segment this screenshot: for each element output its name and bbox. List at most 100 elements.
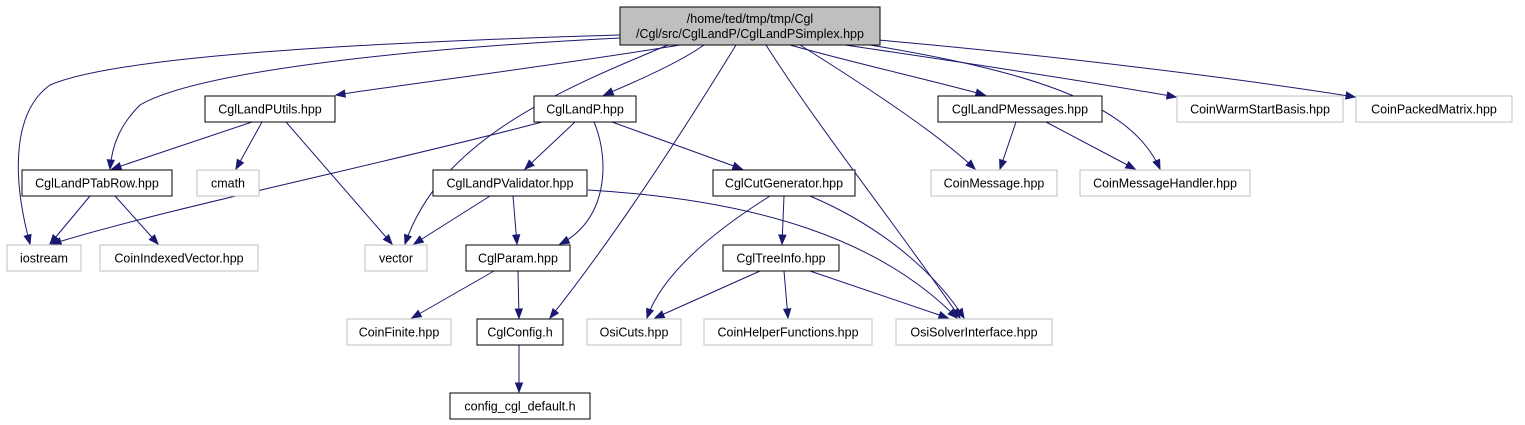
edge-line	[411, 270, 495, 319]
arrowhead-icon	[523, 159, 535, 170]
node-box	[586, 318, 682, 346]
edge-line	[1045, 121, 1136, 170]
node-box	[533, 95, 637, 123]
node-label: config_cgl_default.h	[464, 400, 575, 414]
arrowhead-icon	[999, 158, 1008, 171]
edge-root-to-CglConfig	[549, 44, 737, 320]
node-box	[1355, 95, 1513, 123]
node-CglTreeInfo[interactable]: CglTreeInfo.hpp	[722, 244, 840, 272]
edge-root-to-CoinMessageHandler	[869, 44, 1161, 171]
node-CglLandPValidator[interactable]: CglLandPValidator.hpp	[432, 169, 588, 197]
node-label: CoinMessageHandler.hpp	[1093, 177, 1237, 191]
edge-CglLandPTabRow-to-iostream	[49, 195, 91, 246]
edge-line	[109, 37, 621, 170]
edge-line	[603, 44, 705, 96]
arrowhead-icon	[955, 307, 965, 320]
node-CglConfig[interactable]: CglConfig.h	[476, 318, 564, 346]
node-label: CglTreeInfo.hpp	[736, 252, 825, 266]
edge-line	[404, 44, 669, 245]
arrowhead-icon	[148, 234, 159, 246]
node-cmath: cmath	[196, 169, 260, 197]
arrowhead-icon	[514, 308, 524, 320]
node-label: CglLandPTabRow.hpp	[35, 177, 159, 191]
node-box	[1176, 95, 1344, 123]
node-config_cgl_default[interactable]: config_cgl_default.h	[449, 392, 591, 420]
edge-line	[51, 121, 543, 245]
arrowhead-icon	[410, 309, 423, 319]
edge-line	[789, 44, 986, 96]
edge-line	[654, 270, 761, 319]
node-label: CglLandPMessages.hpp	[952, 103, 1088, 117]
arrowhead-icon	[404, 233, 413, 246]
node-CoinPackedMatrix: CoinPackedMatrix.hpp	[1355, 95, 1513, 123]
node-box	[99, 244, 259, 272]
edge-root-to-CglLandPUtils	[334, 44, 681, 98]
arrowhead-icon	[1124, 160, 1137, 170]
edge-root-to-iostream	[17, 34, 621, 246]
edge-line	[877, 39, 1356, 98]
node-label: CoinIndexedVector.hpp	[114, 252, 243, 266]
node-CglCutGenerator[interactable]: CglCutGenerator.hpp	[712, 169, 856, 197]
node-box	[449, 392, 591, 420]
node-label: CoinPackedMatrix.hpp	[1371, 103, 1497, 117]
node-label: /Cgl/src/CglLandP/CglLandPSimplex.hpp	[636, 27, 864, 41]
arrowhead-icon	[1165, 91, 1178, 100]
node-label: CoinWarmStartBasis.hpp	[1190, 103, 1330, 117]
node-CglLandP[interactable]: CglLandP.hpp	[533, 95, 637, 123]
node-iostream: iostream	[6, 244, 82, 272]
node-box	[432, 169, 588, 197]
node-box	[703, 318, 873, 346]
arrowhead-icon	[334, 89, 346, 98]
node-label: CoinHelperFunctions.hpp	[717, 326, 858, 340]
node-CglParam[interactable]: CglParam.hpp	[465, 244, 571, 272]
node-root[interactable]: /home/ted/tmp/tmp/Cgl/Cgl/src/CglLandP/C…	[619, 6, 881, 46]
nodes-layer: /home/ted/tmp/tmp/Cgl/Cgl/src/CglLandP/C…	[6, 6, 1513, 420]
edge-root-to-CoinMessage	[799, 44, 976, 170]
node-label: cmath	[211, 177, 245, 191]
arrowhead-icon	[782, 308, 792, 320]
node-CoinMessage: CoinMessage.hpp	[930, 169, 1058, 197]
edge-line	[549, 44, 737, 319]
arrowhead-icon	[653, 310, 666, 319]
edge-CglLandP-to-CglParam	[558, 121, 604, 245]
node-box	[895, 318, 1053, 346]
arrowhead-icon	[778, 234, 787, 246]
edge-line	[646, 195, 771, 319]
node-label: CoinMessage.hpp	[944, 177, 1045, 191]
edge-root-to-CoinPackedMatrix	[877, 39, 1357, 100]
edge-CglParam-to-CglConfig	[514, 270, 524, 320]
node-box	[196, 169, 260, 197]
node-label: CoinFinite.hpp	[359, 326, 440, 340]
arrowhead-icon	[412, 235, 425, 245]
edge-root-to-vector	[404, 44, 669, 246]
node-label: iostream	[20, 252, 68, 266]
arrowhead-icon	[602, 87, 615, 96]
edge-CglLandPValidator-to-OsiSolverInterface	[587, 189, 958, 319]
node-CglLandPMessages[interactable]: CglLandPMessages.hpp	[937, 95, 1103, 123]
node-box	[465, 244, 571, 272]
node-box	[364, 244, 428, 272]
edge-CglLandPUtils-to-cmath	[235, 121, 263, 171]
edge-line	[559, 121, 604, 245]
node-box	[21, 169, 173, 197]
edge-line	[809, 195, 965, 319]
edge-line	[413, 195, 491, 245]
arrowhead-icon	[731, 161, 744, 170]
node-CoinHelperFunctions: CoinHelperFunctions.hpp	[703, 318, 873, 346]
arrowhead-icon	[382, 234, 393, 246]
node-box	[204, 95, 336, 123]
edge-CglTreeInfo-to-CoinHelperFunctions	[782, 270, 792, 320]
node-label: OsiCuts.hpp	[600, 326, 669, 340]
arrowhead-icon	[106, 159, 115, 171]
arrowhead-icon	[549, 307, 560, 320]
node-box	[937, 95, 1103, 123]
edge-CglLandP-to-CglLandPValidator	[523, 121, 576, 170]
arrowhead-icon	[49, 233, 60, 246]
node-label: CglLandPValidator.hpp	[447, 177, 574, 191]
edge-line	[49, 195, 91, 245]
node-box	[722, 244, 840, 272]
edge-line	[869, 44, 1161, 170]
node-CglLandPTabRow[interactable]: CglLandPTabRow.hpp	[21, 169, 173, 197]
node-CglLandPUtils[interactable]: CglLandPUtils.hpp	[204, 95, 336, 123]
